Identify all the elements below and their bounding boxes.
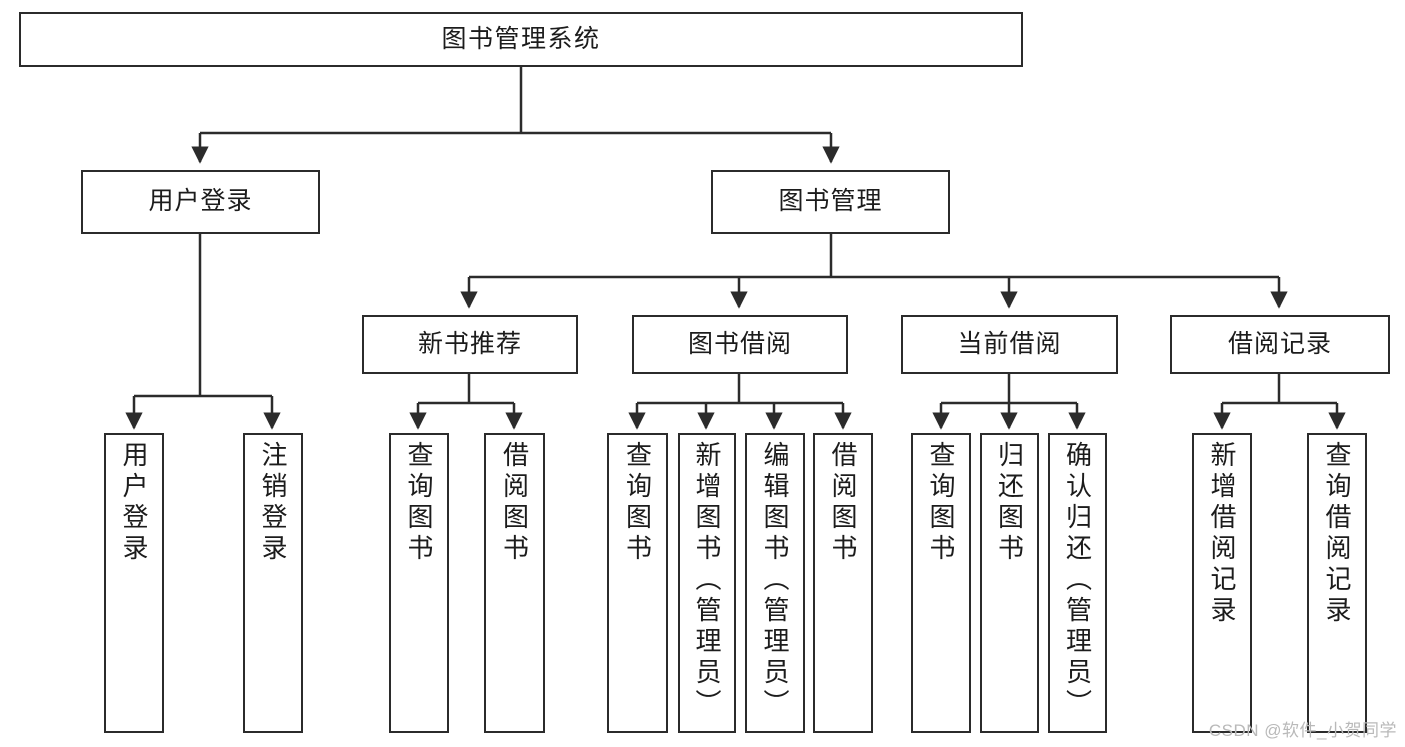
node-label: 借阅图书 (499, 441, 530, 565)
node-leaf-add-borrow-record[interactable]: 新增借阅记录 (1192, 433, 1252, 733)
node-borrow-record[interactable]: 借阅记录 (1170, 315, 1390, 374)
node-label: 用户登录 (148, 187, 253, 216)
node-new-book-recommend[interactable]: 新书推荐 (362, 315, 578, 374)
node-label: 注销登录 (258, 441, 288, 565)
node-leaf-add-book[interactable]: 新增图书（管理员） (678, 433, 736, 733)
node-label: 用户登录 (119, 441, 149, 565)
node-label: 借阅图书 (828, 441, 858, 565)
node-book-borrow[interactable]: 图书借阅 (632, 315, 848, 374)
node-leaf-query-book-borrow[interactable]: 查询图书 (607, 433, 668, 733)
node-leaf-user-login[interactable]: 用户登录 (104, 433, 164, 733)
node-label: 查询图书 (404, 441, 434, 565)
node-label: 查询图书 (622, 441, 653, 565)
node-leaf-confirm-return[interactable]: 确认归还（管理员） (1048, 433, 1107, 733)
node-label: 归还图书 (994, 441, 1025, 565)
node-book-management[interactable]: 图书管理 (711, 170, 950, 234)
node-leaf-query-borrow-record[interactable]: 查询借阅记录 (1307, 433, 1367, 733)
node-leaf-borrow-book[interactable]: 借阅图书 (813, 433, 873, 733)
node-label: 图书管理 (778, 187, 883, 216)
node-label: 新增图书（管理员） (692, 441, 722, 720)
node-leaf-query-book-recommend[interactable]: 查询图书 (389, 433, 449, 733)
node-leaf-query-book-current[interactable]: 查询图书 (911, 433, 971, 733)
node-label: 查询图书 (926, 441, 956, 565)
node-current-borrow[interactable]: 当前借阅 (901, 315, 1118, 374)
node-label: 编辑图书（管理员） (760, 441, 790, 720)
node-leaf-edit-book[interactable]: 编辑图书（管理员） (745, 433, 805, 733)
node-user-login[interactable]: 用户登录 (81, 170, 320, 234)
node-label: 图书借阅 (687, 329, 792, 358)
node-label: 借阅记录 (1227, 329, 1332, 358)
node-leaf-borrow-book-recommend[interactable]: 借阅图书 (484, 433, 545, 733)
node-root-system[interactable]: 图书管理系统 (19, 12, 1023, 67)
node-leaf-return-book[interactable]: 归还图书 (980, 433, 1039, 733)
node-label: 新增借阅记录 (1207, 441, 1237, 627)
node-label: 当前借阅 (957, 329, 1062, 358)
node-label: 图书管理系统 (441, 24, 601, 53)
node-leaf-logout-login[interactable]: 注销登录 (243, 433, 303, 733)
node-label: 查询借阅记录 (1322, 441, 1352, 627)
node-label: 确认归还（管理员） (1062, 441, 1093, 720)
node-label: 新书推荐 (417, 329, 522, 358)
